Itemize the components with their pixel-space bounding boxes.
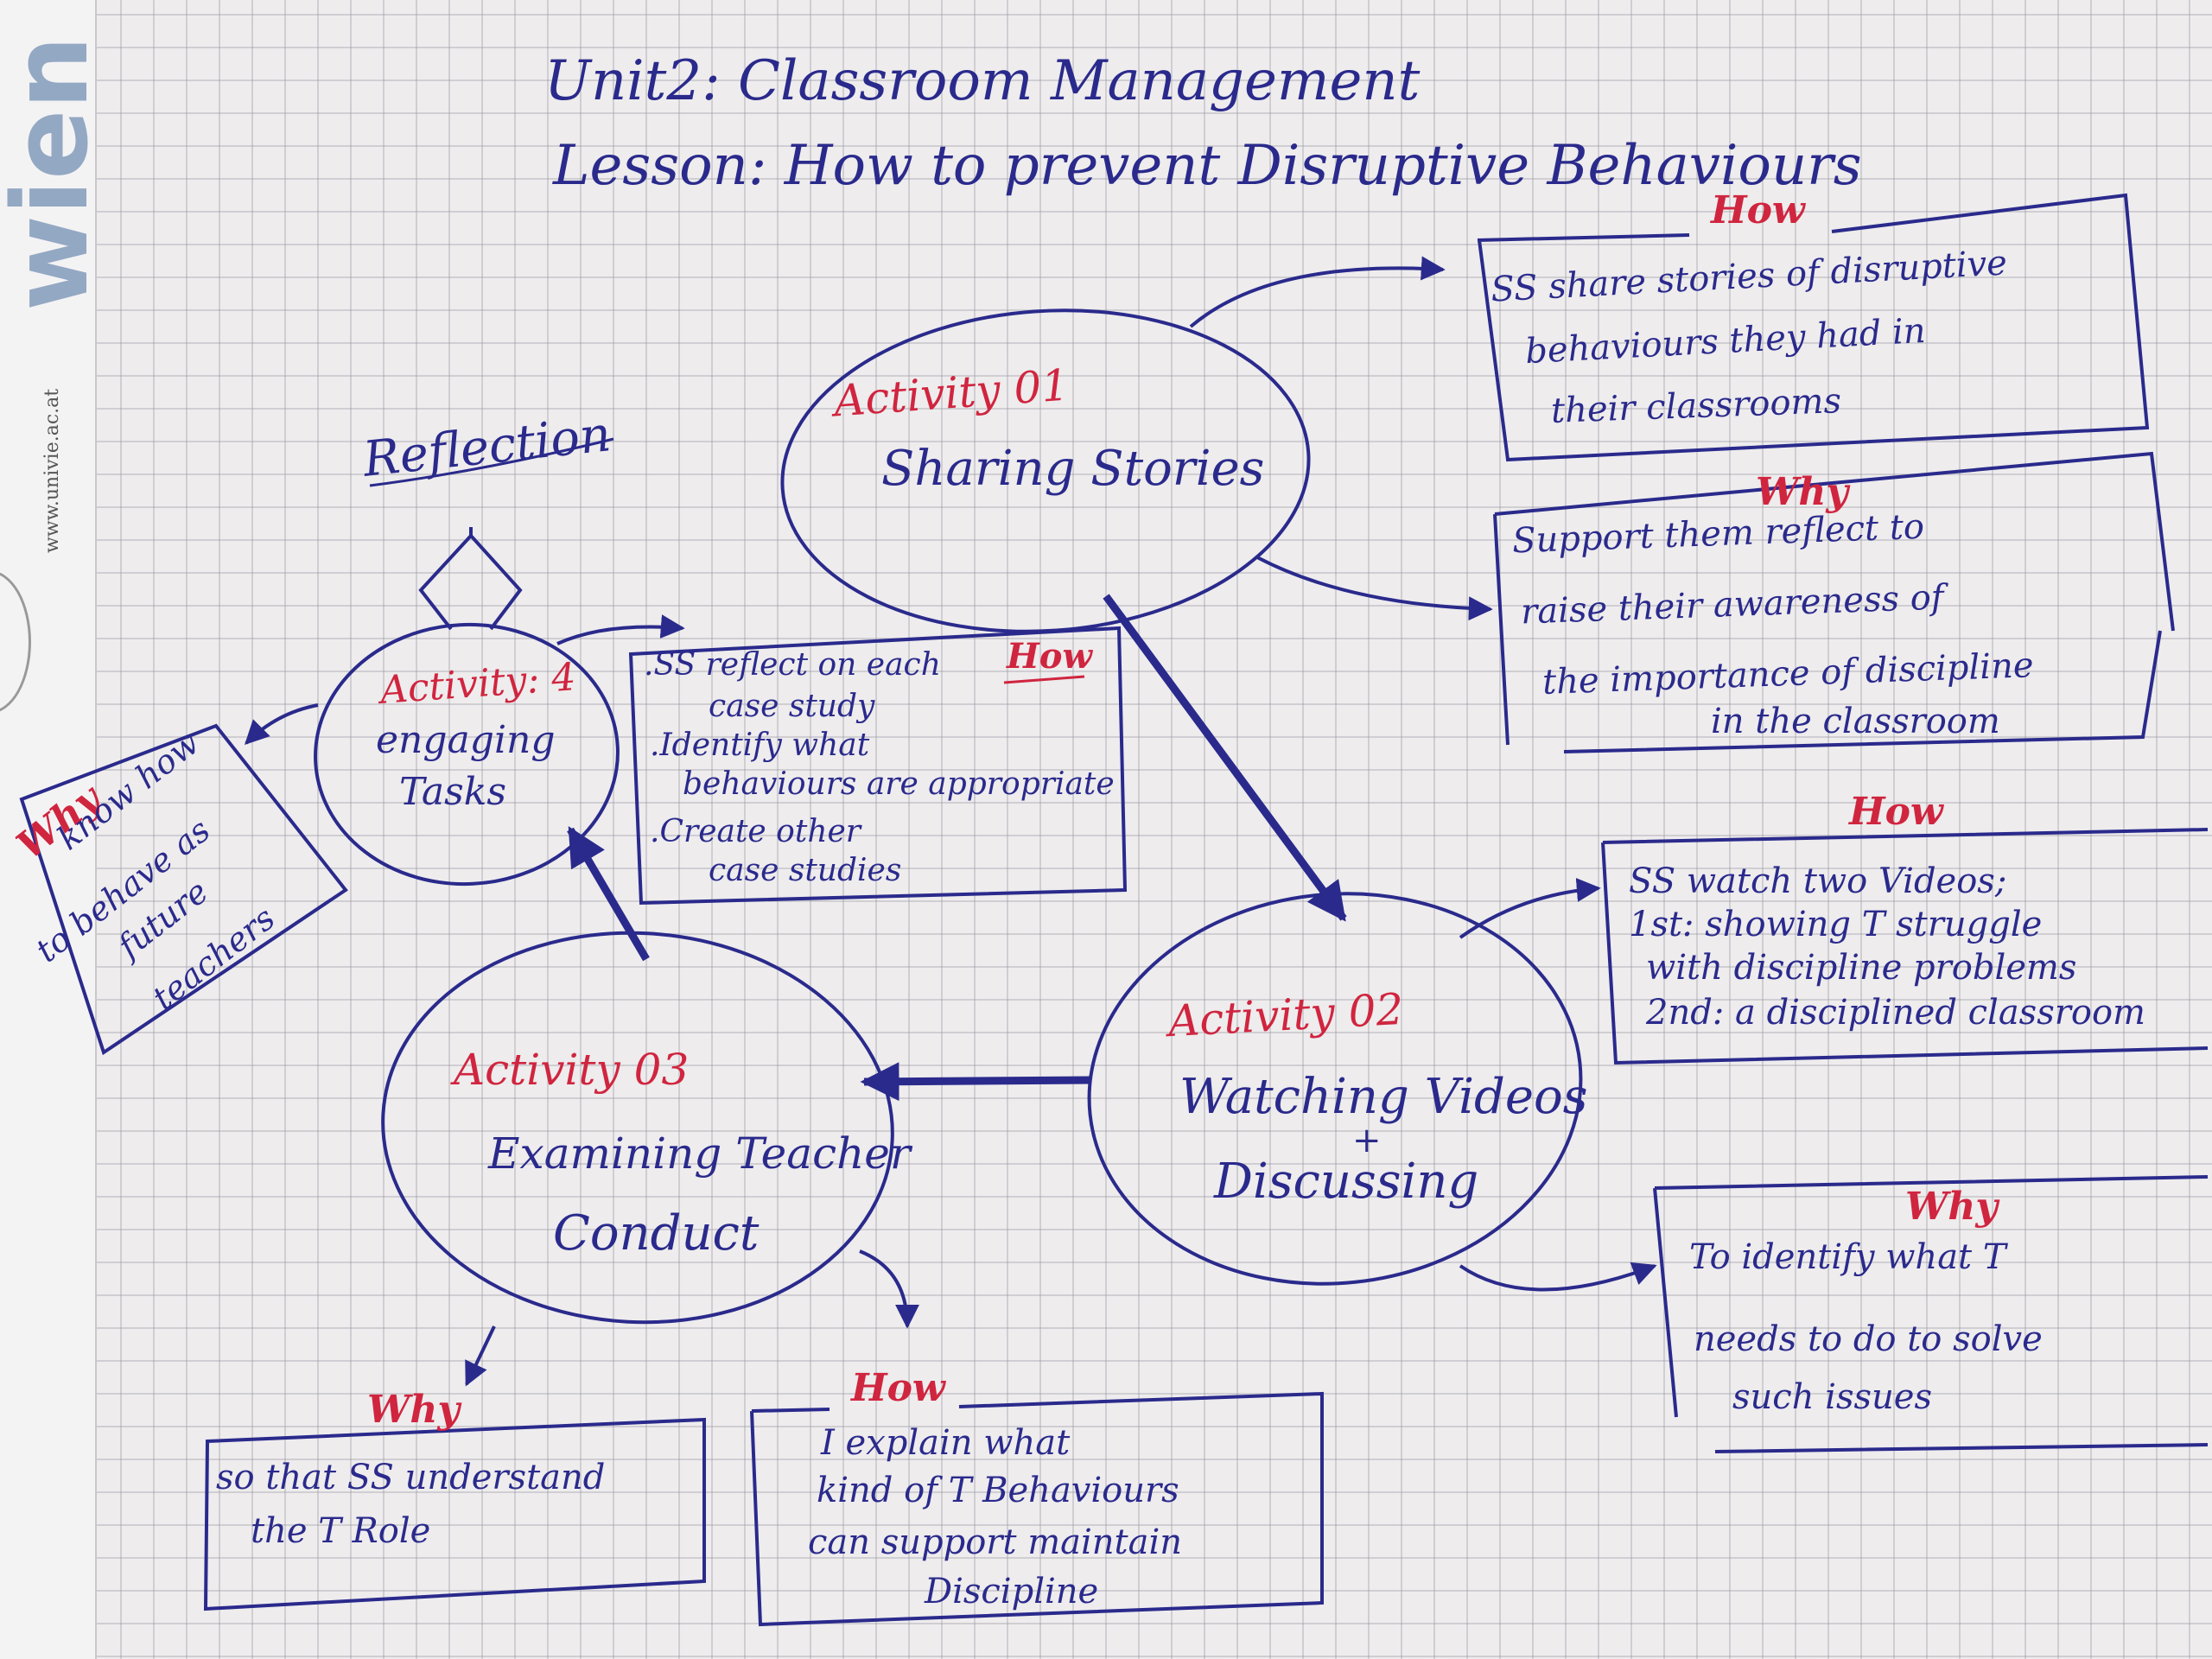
a1-why-box xyxy=(1493,451,2175,753)
activity-2-number: Activity 02 xyxy=(1166,983,1405,1047)
flow-arrow-1-to-2 xyxy=(1103,594,1347,922)
flow-arrow-2-to-3 xyxy=(860,1062,1091,1102)
a3-how-line2: kind of T Behaviours xyxy=(817,1471,1179,1510)
unit-title: Unit2: Classroom Management xyxy=(544,49,1421,113)
activity-2-name-plus: + xyxy=(1352,1121,1382,1160)
a1-how-tag: How xyxy=(1711,188,1805,232)
activity-4-name-line2: Tasks xyxy=(399,770,506,814)
a4-why-box xyxy=(19,723,348,1056)
a4-how-line2: case study xyxy=(709,689,875,724)
arrow-a2-to-why xyxy=(1459,1262,1657,1292)
a2-why-line3: such issues xyxy=(1732,1377,1932,1417)
activity-3-ellipse xyxy=(381,931,894,1325)
a2-how-line4: 2nd: a disciplined classroom xyxy=(1646,993,2145,1033)
a3-how-line4: Discipline xyxy=(925,1572,1099,1611)
a1-how-box xyxy=(1477,193,2150,462)
a3-why-line1: so that SS understand xyxy=(216,1458,606,1497)
arrow-a2-to-how xyxy=(1459,878,1601,939)
arrow-a3-to-why xyxy=(465,1325,496,1387)
activity-3-number: Activity 03 xyxy=(454,1045,690,1095)
a2-how-line2: 1st: showing T struggle xyxy=(1629,905,2043,944)
a4-how-line5: .Create other xyxy=(650,814,861,849)
a2-how-line3: with discipline problems xyxy=(1646,948,2077,988)
a4-how-line4: behaviours are appropriate xyxy=(683,766,1115,802)
activity-1-name: Sharing Stories xyxy=(881,441,1265,497)
a2-why-box xyxy=(1653,1175,2209,1453)
arrow-a4-to-reflection xyxy=(418,533,523,631)
a4-how-tag: How xyxy=(1007,636,1092,677)
a2-why-line1: To identify what T xyxy=(1689,1237,2006,1277)
arrow-a4-to-how xyxy=(556,614,685,645)
arrow-a1-to-why xyxy=(1256,556,1493,621)
a2-how-line1: SS watch two Videos; xyxy=(1629,861,2007,901)
a1-how-line3: their classrooms xyxy=(1550,381,1842,431)
a2-how-box xyxy=(1601,828,2209,1065)
a3-why-line2: the T Role xyxy=(251,1511,431,1551)
lesson-title: Lesson: How to prevent Disruptive Behavi… xyxy=(553,134,1862,198)
activity-3-name-line1: Examining Teacher xyxy=(488,1128,911,1179)
a4-how-box xyxy=(628,626,1128,906)
a4-how-line1: .SS reflect on each xyxy=(644,647,941,683)
a3-how-line1: I explain what xyxy=(821,1423,1071,1463)
a2-how-tag: How xyxy=(1849,790,1943,834)
arrow-a1-to-how xyxy=(1189,256,1446,328)
a4-how-underline xyxy=(1003,675,1085,684)
a1-why-tag: Why xyxy=(1756,470,1848,514)
a3-why-box xyxy=(203,1417,706,1611)
a3-how-line3: can support maintain xyxy=(808,1522,1183,1562)
a2-why-tag: Why xyxy=(1905,1185,1998,1229)
a3-how-box xyxy=(750,1391,1324,1627)
activity-4-name-line1: engaging xyxy=(376,718,556,762)
a1-why-line4: in the classroom xyxy=(1711,702,2000,741)
a4-how-line6: case studies xyxy=(709,853,902,888)
a2-why-line2: needs to do to solve xyxy=(1694,1319,2043,1359)
paper-margin-strip: wien www.univie.ac.at xyxy=(0,0,111,1659)
reflection-underline xyxy=(369,437,614,487)
a3-why-tag: Why xyxy=(367,1388,460,1432)
activity-2-name-line2: Discussing xyxy=(1214,1154,1479,1210)
activity-2-name-line1: Watching Videos xyxy=(1179,1069,1588,1125)
a4-how-line3: .Identify what xyxy=(650,728,870,763)
a3-how-tag: How xyxy=(851,1366,945,1410)
activity-4-ellipse xyxy=(314,622,620,887)
activity-3-name-line2: Conduct xyxy=(553,1205,760,1262)
arrow-a3-to-how xyxy=(859,1249,919,1329)
flow-arrow-3-to-4 xyxy=(567,826,650,962)
arrow-a4-to-why xyxy=(245,703,319,745)
